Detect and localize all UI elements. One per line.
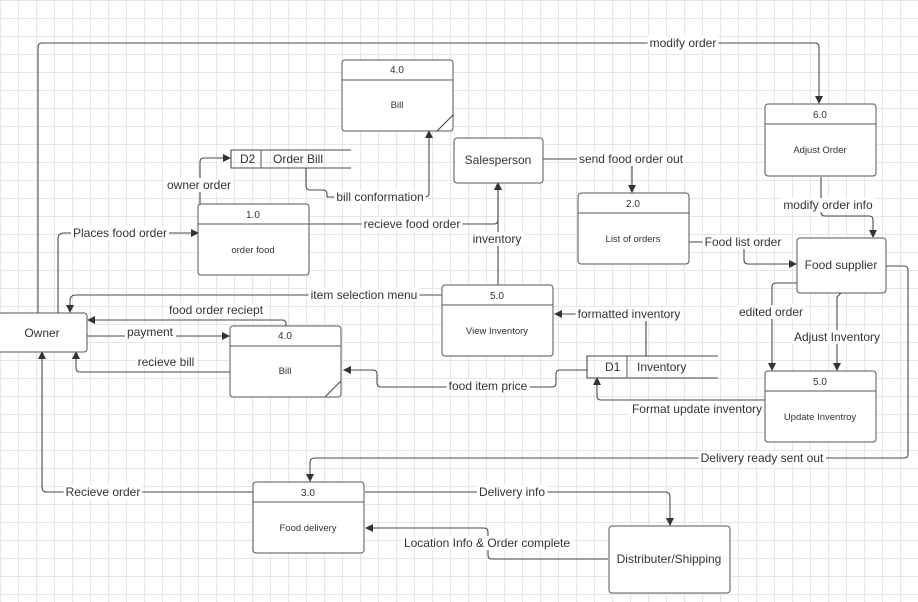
edge-food-order-reciept (87, 316, 287, 326)
edge-adjust-inventory (833, 292, 842, 371)
process-title: order food (231, 245, 274, 256)
edge-edited-order (768, 282, 798, 371)
flow-label-inventory[interactable]: inventory (473, 232, 522, 246)
flow-label-item-selection-menu[interactable]: item selection menu (311, 288, 418, 302)
process-food-delivery[interactable]: 3.0 Food delivery (252, 481, 365, 554)
process-number: 1.0 (246, 210, 260, 221)
label-background (736, 305, 806, 319)
entity-label: Food supplier (805, 258, 878, 272)
flow-label-places-food-order[interactable]: Places food order (73, 226, 167, 240)
label-background (470, 232, 524, 246)
flow-label-delivery-info[interactable]: Delivery info (479, 485, 545, 499)
label-background (702, 235, 784, 249)
process-title: Update Inventroy (784, 412, 857, 423)
entity-distributer-shipping[interactable]: Distributer/Shipping (608, 525, 731, 594)
label-background (791, 330, 883, 344)
label-background (70, 226, 170, 240)
flow-labels: modify order owner order bill conformati… (63, 36, 883, 550)
flow-label-format-update-inventory[interactable]: Format update inventory (632, 402, 762, 416)
process-number: 4.0 (278, 331, 292, 342)
entity-owner[interactable]: Owner (0, 312, 88, 353)
process-title: Bill (391, 100, 404, 111)
flow-label-adjust-inventory[interactable]: Adjust Inventory (794, 330, 880, 344)
entity-label: Salesperson (465, 153, 532, 167)
flow-label-food-list-order[interactable]: Food list order (705, 235, 782, 249)
flow-label-bill-conformation[interactable]: bill conformation (336, 190, 423, 204)
process-number: 6.0 (813, 110, 827, 121)
process-title: List of orders (606, 234, 661, 245)
process-number: 4.0 (390, 65, 404, 76)
entity-label: Owner (24, 326, 59, 340)
flow-label-edited-order[interactable]: edited order (739, 305, 803, 319)
process-title: View Inventory (466, 326, 528, 337)
label-background (361, 217, 463, 231)
label-background (629, 402, 765, 416)
flow-label-food-item-price[interactable]: food item price (449, 379, 528, 393)
flow-label-payment[interactable]: payment (127, 325, 174, 339)
label-background (575, 307, 683, 321)
edge-modify-order (37, 42, 823, 314)
data-store-id: D2 (240, 152, 256, 166)
label-background (308, 288, 420, 302)
flow-label-recieve-food-order[interactable]: recieve food order (364, 217, 461, 231)
process-title: Bill (279, 366, 292, 377)
data-store-name: Inventory (637, 360, 686, 374)
process-title: Food delivery (279, 523, 336, 534)
entity-food-supplier[interactable]: Food supplier (796, 237, 887, 294)
flow-label-recieve-bill[interactable]: recieve bill (138, 355, 195, 369)
label-background (166, 303, 266, 317)
process-number: 2.0 (626, 199, 640, 210)
flow-label-food-order-reciept[interactable]: food order reciept (169, 303, 264, 317)
edge-item-selection-menu (66, 294, 442, 313)
label-background (124, 325, 176, 339)
label-background (446, 379, 530, 393)
data-store-order-bill[interactable]: D2 Order Bill (230, 149, 351, 169)
process-update-inventory[interactable]: 5.0 Update Inventroy (764, 370, 877, 443)
process-title: Adjust Order (793, 145, 846, 156)
edge-delivery-ready-sent-out (306, 265, 909, 482)
process-number: 5.0 (490, 291, 504, 302)
process-bill-top[interactable]: 4.0 Bill (341, 59, 454, 132)
label-background (647, 36, 719, 50)
flow-label-send-food-order-out[interactable]: send food order out (579, 152, 684, 166)
flow-label-owner-order[interactable]: owner order (167, 178, 231, 192)
flow-label-recieve-order[interactable]: Recieve order (66, 485, 141, 499)
edge-modify-order-info (820, 177, 877, 238)
edge-recieve-order (38, 351, 253, 493)
process-bill-mid[interactable]: 4.0 Bill (229, 325, 342, 398)
label-background (334, 190, 426, 204)
process-adjust-order[interactable]: 6.0 Adjust Order (764, 103, 877, 177)
process-number: 3.0 (301, 488, 315, 499)
label-background (164, 178, 234, 192)
edge-owner-order (199, 154, 231, 204)
label-background (476, 485, 548, 499)
process-list-of-orders[interactable]: 2.0 List of orders (577, 192, 690, 265)
flow-label-formatted-inventory[interactable]: formatted inventory (578, 307, 681, 321)
entity-salesperson[interactable]: Salesperson (453, 137, 544, 184)
label-background (135, 355, 197, 369)
flow-label-modify-order[interactable]: modify order (650, 36, 717, 50)
label-background (576, 152, 686, 166)
label-background (781, 198, 876, 212)
entity-label: Distributer/Shipping (617, 552, 722, 566)
data-store-id: D1 (605, 360, 621, 374)
label-background (63, 485, 143, 499)
edge-places-food-order (57, 229, 199, 314)
edge-delivery-info (365, 491, 674, 526)
edge-format-update-inventory (593, 377, 767, 401)
process-view-inventory[interactable]: 5.0 View Inventory (441, 284, 554, 357)
flow-label-delivery-ready-sent-out[interactable]: Delivery ready sent out (701, 451, 824, 465)
label-background (698, 451, 827, 465)
edge-recieve-bill (72, 351, 230, 373)
flow-label-location-info-order-complete[interactable]: Location Info & Order complete (404, 536, 570, 550)
edge-bill-conformation (305, 130, 433, 198)
data-store-name: Order Bill (273, 152, 323, 166)
process-number: 5.0 (813, 377, 827, 388)
process-order-food[interactable]: 1.0 order food (197, 203, 310, 276)
label-background (401, 536, 573, 550)
flow-label-modify-order-info[interactable]: modify order info (783, 198, 873, 212)
data-store-inventory[interactable]: D1 Inventory (586, 355, 718, 379)
